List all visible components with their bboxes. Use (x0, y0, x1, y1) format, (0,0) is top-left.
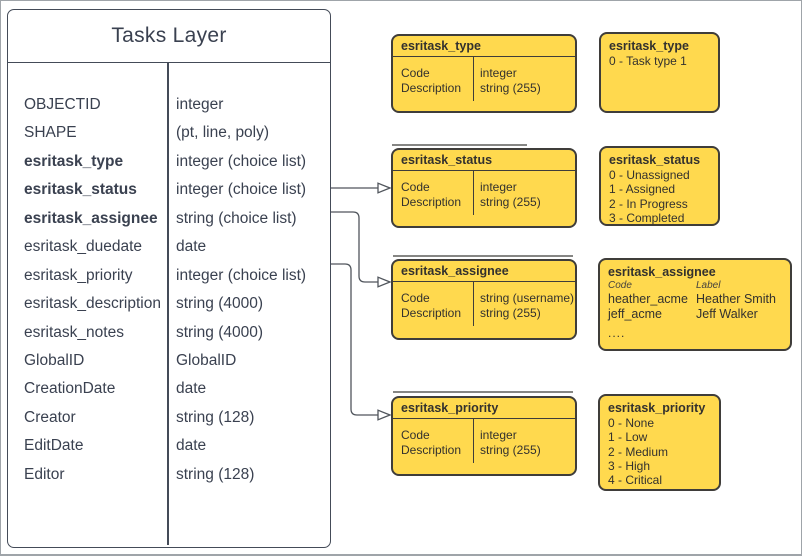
value-box-esritask-type: esritask_type 0 - Task type 1 (599, 32, 720, 113)
field-row-esritask-duedate: esritask_duedate date (8, 233, 330, 261)
domain-value: 2 - Medium (608, 444, 669, 459)
lookup-field-types: string (username) string (255) (480, 291, 575, 320)
lookup-table-title: esritask_status (393, 150, 575, 171)
field-name: GlobalID (24, 351, 85, 369)
field-name: esritask_priority (24, 266, 133, 284)
connector-assignee-arrowhead (377, 276, 392, 288)
lookup-field-types: integer string (255) (480, 180, 541, 209)
field-type: string (128) (176, 408, 255, 426)
lookup-table-title: esritask_type (393, 36, 575, 57)
assignee-code: jeff_acme (608, 307, 662, 321)
lookup-table-title: esritask_priority (393, 398, 575, 419)
lookup-field-names: Code Description (393, 282, 474, 326)
field-name: OBJECTID (24, 96, 101, 113)
field-name: Creator (24, 408, 76, 426)
domain-value: 2 - In Progress (609, 196, 688, 211)
lookup-field-types: integer string (255) (480, 66, 541, 95)
field-name: esritask_duedate (24, 238, 143, 256)
field-row-editor: Editor string (128) (8, 461, 330, 489)
domain-value: 3 - High (608, 458, 651, 473)
assignee-label: Heather Smith (696, 292, 776, 306)
field-row-esritask-assignee: esritask_assignee string (choice list) (8, 205, 330, 233)
field-type: date (176, 380, 207, 398)
tasks-layer-table: Tasks Layer OBJECTID integer SHAPE (pt, … (7, 9, 331, 548)
field-name: CreationDate (24, 380, 116, 398)
field-name: SHAPE (24, 124, 77, 142)
field-row-esritask-status: esritask_status integer (choice list) (8, 176, 330, 204)
field-type: date (176, 437, 207, 455)
connector-status-arrowhead (377, 182, 392, 194)
field-type: integer (176, 96, 224, 113)
connector-priority-arrowhead (377, 409, 392, 421)
lookup-field-names: Code Description (393, 171, 474, 215)
field-type: string (4000) (176, 323, 264, 341)
connector-priority-line (331, 263, 378, 416)
field-name: EditDate (24, 437, 84, 455)
lookup-field-names: Code Description (393, 57, 474, 101)
domain-value: 0 - None (608, 416, 655, 430)
field-name: esritask_description (24, 295, 161, 313)
value-box-title: esritask_type (609, 39, 689, 53)
field-row-objectid: OBJECTID integer (8, 91, 330, 119)
field-name: esritask_type (24, 152, 124, 170)
value-box-title: esritask_status (609, 153, 701, 167)
field-row-creator: Creator string (128) (8, 404, 330, 432)
field-row-creationdate: CreationDate date (8, 375, 330, 403)
field-type: string (choice list) (176, 209, 297, 227)
value-box-esritask-status: esritask_status 0 - Unassigned 1 - Assig… (599, 146, 720, 226)
assignee-value-grid: Code Label heather_acme Heather Smith je… (608, 280, 782, 322)
field-row-esritask-type: esritask_type integer (choice list) (8, 148, 330, 176)
tasks-layer-field-list: OBJECTID integer SHAPE (pt, line, poly) … (8, 63, 330, 545)
field-row-globalid: GlobalID GlobalID (8, 347, 330, 375)
domain-value: 1 - Low (608, 430, 648, 445)
column-header-code: Code (608, 280, 632, 291)
lookup-field-types: integer string (255) (480, 428, 541, 457)
tasks-layer-title: Tasks Layer (8, 10, 330, 63)
field-type: (pt, line, poly) (176, 124, 270, 142)
connector-assignee-line (331, 211, 378, 283)
field-row-shape: SHAPE (pt, line, poly) (8, 119, 330, 147)
value-box-title: esritask_priority (608, 401, 706, 415)
domain-value: 4 - Critical (608, 473, 663, 488)
value-box-title: esritask_assignee (608, 265, 716, 279)
assignee-ellipsis: .... (608, 326, 626, 340)
column-divider (167, 63, 169, 545)
domain-value: 3 - Completed (609, 210, 685, 225)
field-name: esritask_status (24, 181, 137, 199)
field-name: esritask_assignee (24, 209, 158, 227)
field-name: esritask_notes (24, 323, 124, 341)
column-header-label: Label (696, 280, 721, 291)
field-type: integer (choice list) (176, 266, 307, 284)
field-row-esritask-priority: esritask_priority integer (choice list) (8, 262, 330, 290)
field-type: integer (choice list) (176, 152, 307, 170)
field-row-esritask-description: esritask_description string (4000) (8, 290, 330, 318)
field-type: string (128) (176, 465, 255, 483)
field-row-editdate: EditDate date (8, 432, 330, 460)
field-type: string (4000) (176, 295, 264, 313)
field-type: integer (choice list) (176, 181, 307, 199)
field-row-esritask-notes: esritask_notes string (4000) (8, 319, 330, 347)
domain-value: 1 - Assigned (609, 182, 676, 197)
field-type: date (176, 238, 207, 256)
lookup-table-esritask-type: esritask_type Code Description integer s… (391, 34, 577, 113)
domain-value: 0 - Task type 1 (609, 54, 687, 68)
lookup-field-names: Code Description (393, 419, 474, 463)
lookup-table-esritask-assignee: esritask_assignee Code Description strin… (391, 259, 577, 340)
domain-value: 0 - Unassigned (609, 168, 690, 182)
lookup-table-esritask-priority: esritask_priority Code Description integ… (391, 396, 577, 476)
value-box-esritask-assignee: esritask_assignee Code Label heather_acm… (598, 258, 792, 351)
field-name: Editor (24, 465, 65, 483)
lookup-table-esritask-status: esritask_status Code Description integer… (391, 148, 577, 228)
assignee-code: heather_acme (608, 292, 688, 306)
lookup-table-title: esritask_assignee (393, 261, 575, 282)
field-type: GlobalID (176, 351, 237, 369)
assignee-label: Jeff Walker (696, 307, 758, 321)
value-box-esritask-priority: esritask_priority 0 - None 1 - Low 2 - M… (598, 394, 721, 491)
